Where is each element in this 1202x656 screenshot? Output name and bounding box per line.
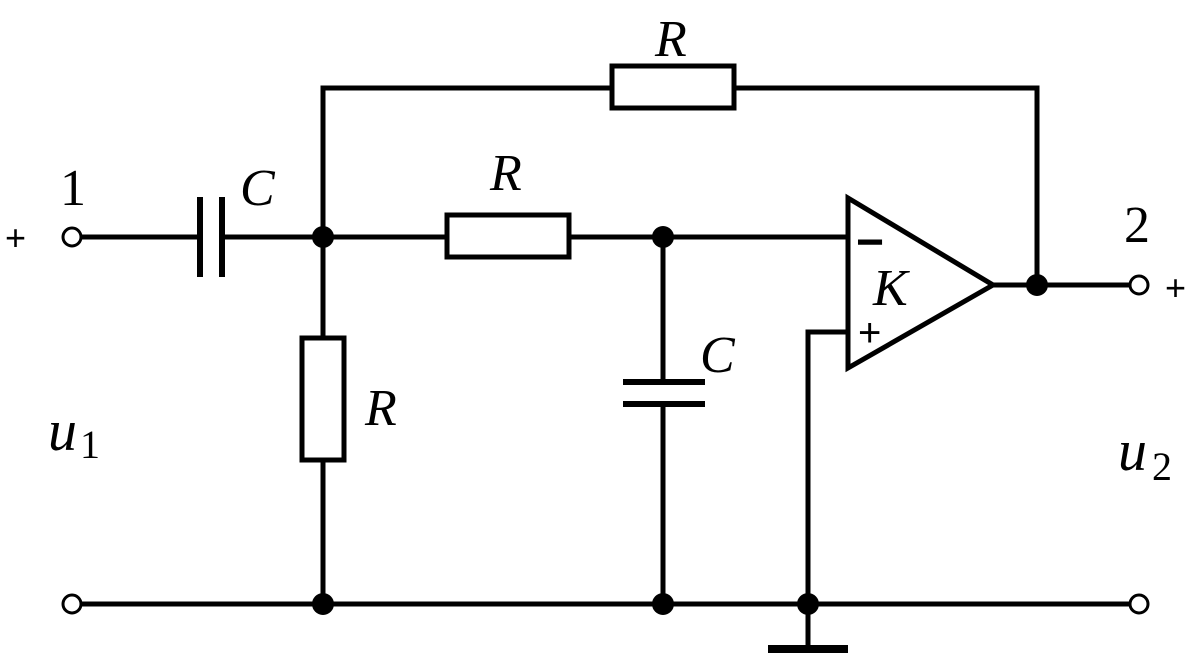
- label-capacitor-input: C: [240, 160, 276, 217]
- junction-dot: [652, 593, 674, 615]
- junction-dot: [652, 226, 674, 248]
- label-input-plus: +: [5, 217, 26, 258]
- junction-dot: [312, 226, 334, 248]
- capacitor-input: [197, 197, 225, 277]
- terminal-input-top: [61, 226, 83, 248]
- terminal-output-top: [1128, 274, 1150, 296]
- label-opamp-noninverting: +: [858, 311, 881, 355]
- output-voltage-subscript: 2: [1152, 444, 1172, 489]
- resistor-shunt: [299, 335, 347, 463]
- label-resistor-feedback: R: [654, 11, 687, 68]
- label-resistor-shunt: R: [364, 380, 397, 437]
- label-resistor-series: R: [489, 145, 522, 202]
- label-opamp-inverting: −: [856, 216, 884, 269]
- opamp-triangle: [845, 193, 998, 373]
- label-capacitor-shunt: C: [700, 327, 736, 384]
- terminal-input-bottom: [61, 593, 83, 615]
- resistor-feedback: [609, 63, 737, 111]
- label-output-voltage: u 2: [1118, 418, 1172, 489]
- wire-noninverting-to-ground: [805, 329, 851, 652]
- junction-dots: [312, 226, 1048, 615]
- label-amplifier-gain: K: [872, 260, 910, 317]
- wire-feedback-left: [320, 85, 615, 240]
- wires: [77, 85, 1133, 653]
- input-voltage-symbol: u: [48, 398, 77, 463]
- junction-dot: [797, 593, 819, 615]
- capacitor-shunt: [623, 379, 705, 407]
- terminal-output-bottom: [1128, 593, 1150, 615]
- junction-dot: [1026, 274, 1048, 296]
- output-voltage-symbol: u: [1118, 418, 1147, 483]
- wire-feedback-right: [731, 85, 1040, 288]
- label-output-plus: +: [1165, 267, 1186, 308]
- label-node-1: 1: [60, 160, 86, 217]
- resistor-series: [444, 212, 572, 260]
- label-input-voltage: u 1: [48, 398, 100, 467]
- label-node-2: 2: [1124, 197, 1150, 254]
- junction-dot: [312, 593, 334, 615]
- input-voltage-subscript: 1: [80, 422, 100, 467]
